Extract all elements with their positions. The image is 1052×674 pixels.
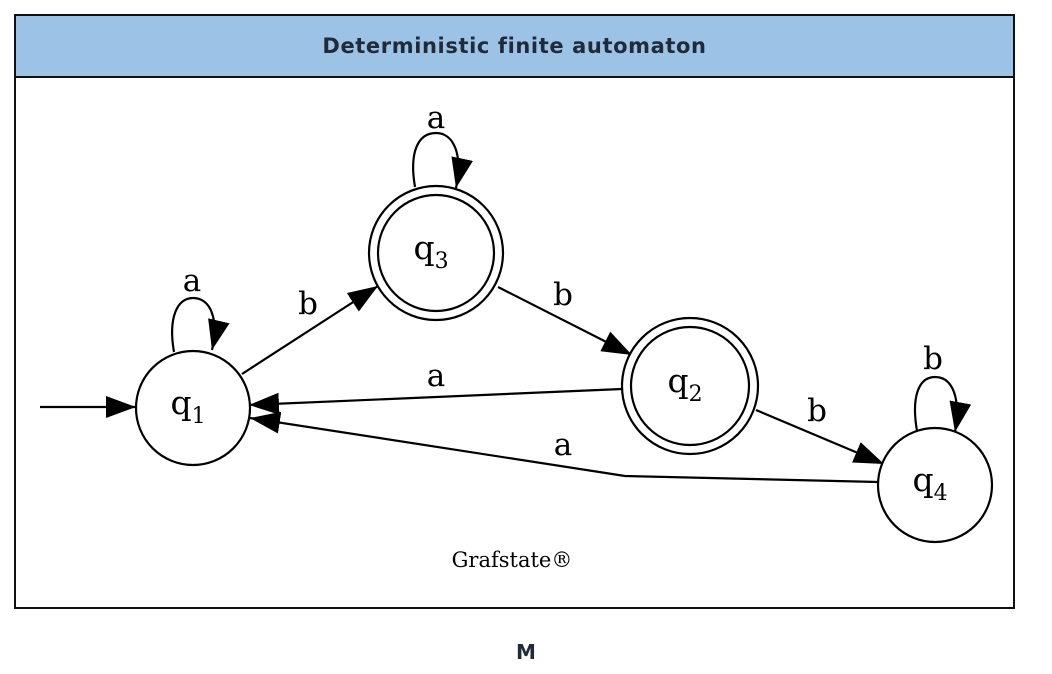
state-q1: q1: [134, 349, 252, 467]
edge-label-q4-q4: b: [923, 341, 943, 377]
diagram-title: Deterministic finite automaton: [16, 16, 1013, 78]
edge-label-q4-q1: a: [554, 427, 572, 463]
edge-label-q2-q1: a: [427, 358, 445, 394]
state-q3: q3: [367, 184, 505, 322]
edge-label-q1-q1: a: [183, 263, 201, 299]
svg-text:q1: q1: [170, 383, 205, 429]
state-q4-name: q: [912, 460, 933, 499]
state-q3-sub: 3: [435, 249, 449, 274]
state-q2-name: q: [667, 361, 688, 400]
edge-label-q3-q3: a: [427, 100, 445, 136]
edge-label-q2-q4: b: [807, 393, 827, 429]
state-q2: q2: [620, 316, 760, 456]
edge-q4-q4: [913, 375, 972, 433]
svg-text:q4: q4: [912, 460, 947, 506]
edge-q1-q1: [171, 296, 230, 353]
svg-text:q3: q3: [413, 228, 448, 274]
edge-q4-q1: [249, 411, 879, 484]
footer-label: M: [516, 640, 536, 664]
edge-q3-q2: [497, 286, 633, 356]
state-q2-sub: 2: [689, 382, 703, 407]
state-q3-name: q: [413, 228, 434, 267]
edge-q1-q3: [241, 285, 379, 375]
edge-q3-q3: [412, 131, 473, 189]
state-q4: q4: [876, 426, 994, 544]
state-q1-name: q: [170, 383, 191, 422]
grafstate-credit: Grafstate®: [452, 548, 573, 572]
diagram-frame: Deterministic finite automaton: [14, 14, 1015, 609]
edge-label-q1-q3: b: [298, 286, 318, 322]
edge-q2-q4: [755, 408, 885, 466]
edge-q2-q1: [248, 387, 623, 415]
edge-label-q3-q2: b: [553, 277, 573, 313]
svg-text:q2: q2: [667, 361, 702, 407]
state-q4-sub: 4: [934, 481, 948, 506]
state-q1-sub: 1: [192, 404, 206, 429]
